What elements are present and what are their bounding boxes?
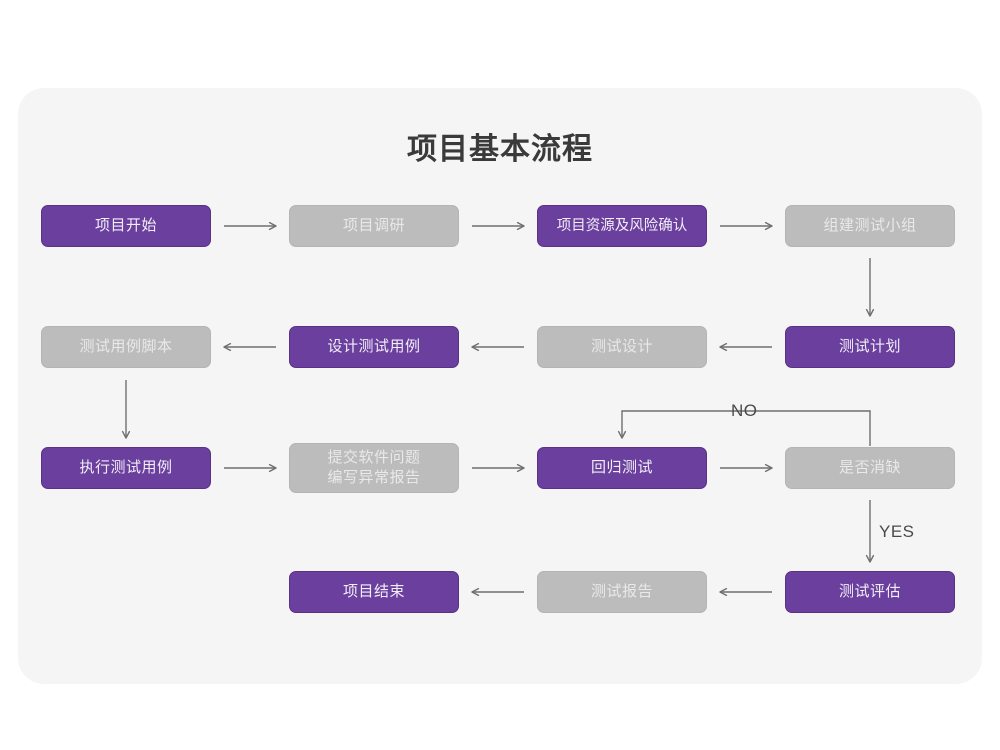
node-form-test-team[interactable]: 组建测试小组 (785, 205, 955, 247)
node-project-research[interactable]: 项目调研 (289, 205, 459, 247)
node-regression-test[interactable]: 回归测试 (537, 447, 707, 489)
node-defect-cleared-decision[interactable]: 是否消缺 (785, 447, 955, 489)
node-project-start[interactable]: 项目开始 (41, 205, 211, 247)
edge-label-no: NO (731, 401, 758, 420)
node-test-report[interactable]: 测试报告 (537, 571, 707, 613)
page-title: 项目基本流程 (407, 133, 593, 166)
node-test-case-script[interactable]: 测试用例脚本 (41, 326, 211, 368)
node-execute-test-case[interactable]: 执行测试用例 (41, 447, 211, 489)
node-resource-risk-confirm[interactable]: 项目资源及风险确认 (537, 205, 707, 247)
node-test-design[interactable]: 测试设计 (537, 326, 707, 368)
edge-label-yes: YES (879, 522, 915, 541)
node-design-test-case[interactable]: 设计测试用例 (289, 326, 459, 368)
node-test-plan[interactable]: 测试计划 (785, 326, 955, 368)
node-project-end[interactable]: 项目结束 (289, 571, 459, 613)
node-test-evaluation[interactable]: 测试评估 (785, 571, 955, 613)
node-submit-issue-report[interactable]: 提交软件问题 编写异常报告 (289, 443, 459, 493)
